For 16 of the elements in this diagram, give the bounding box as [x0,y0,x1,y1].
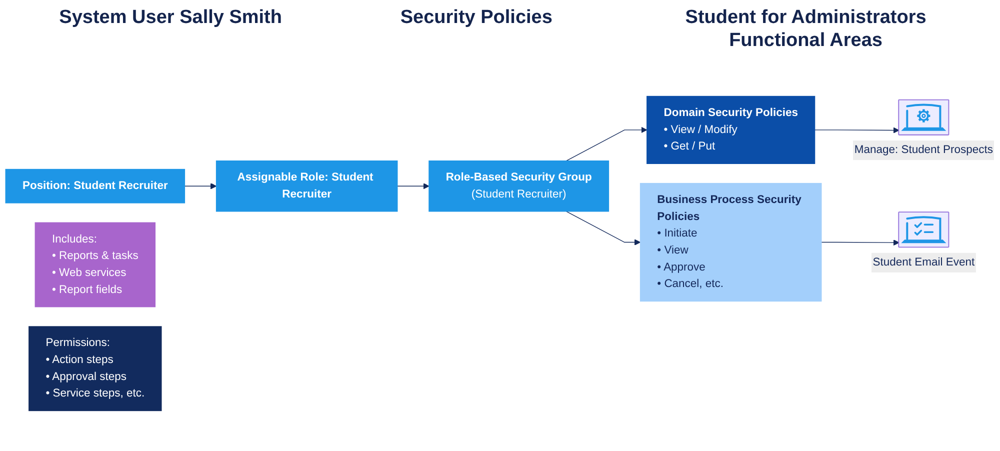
arrow [821,240,900,246]
arrow [566,126,648,162]
node-box: Position: Student Recruiter [5,168,186,204]
node-box: Assignable Role: Student Recruiter [216,160,398,212]
column-heading: System User Sally Smith [59,6,282,29]
arrow [814,127,900,134]
node-box: Includes: • Reports & tasks • Web services • Report fields [34,222,156,308]
node-box: Permissions: • Action steps • Approval steps • Service steps, etc. [28,326,162,412]
node-box: Domain Security Policies • View / Modify • Get / Put [646,96,816,164]
node-box: Business Process Security Policies • Initiate • View • Approve • Cancel, etc. [640,182,822,302]
column-heading: Student for Administrators Functional Areas [684,6,928,52]
arrow [184,183,217,190]
column-heading: Security Policies [400,6,552,29]
arrow [397,183,430,190]
arrow [566,211,641,246]
node-box: Role-Based Security Group (Student Recruiter) [428,160,610,212]
